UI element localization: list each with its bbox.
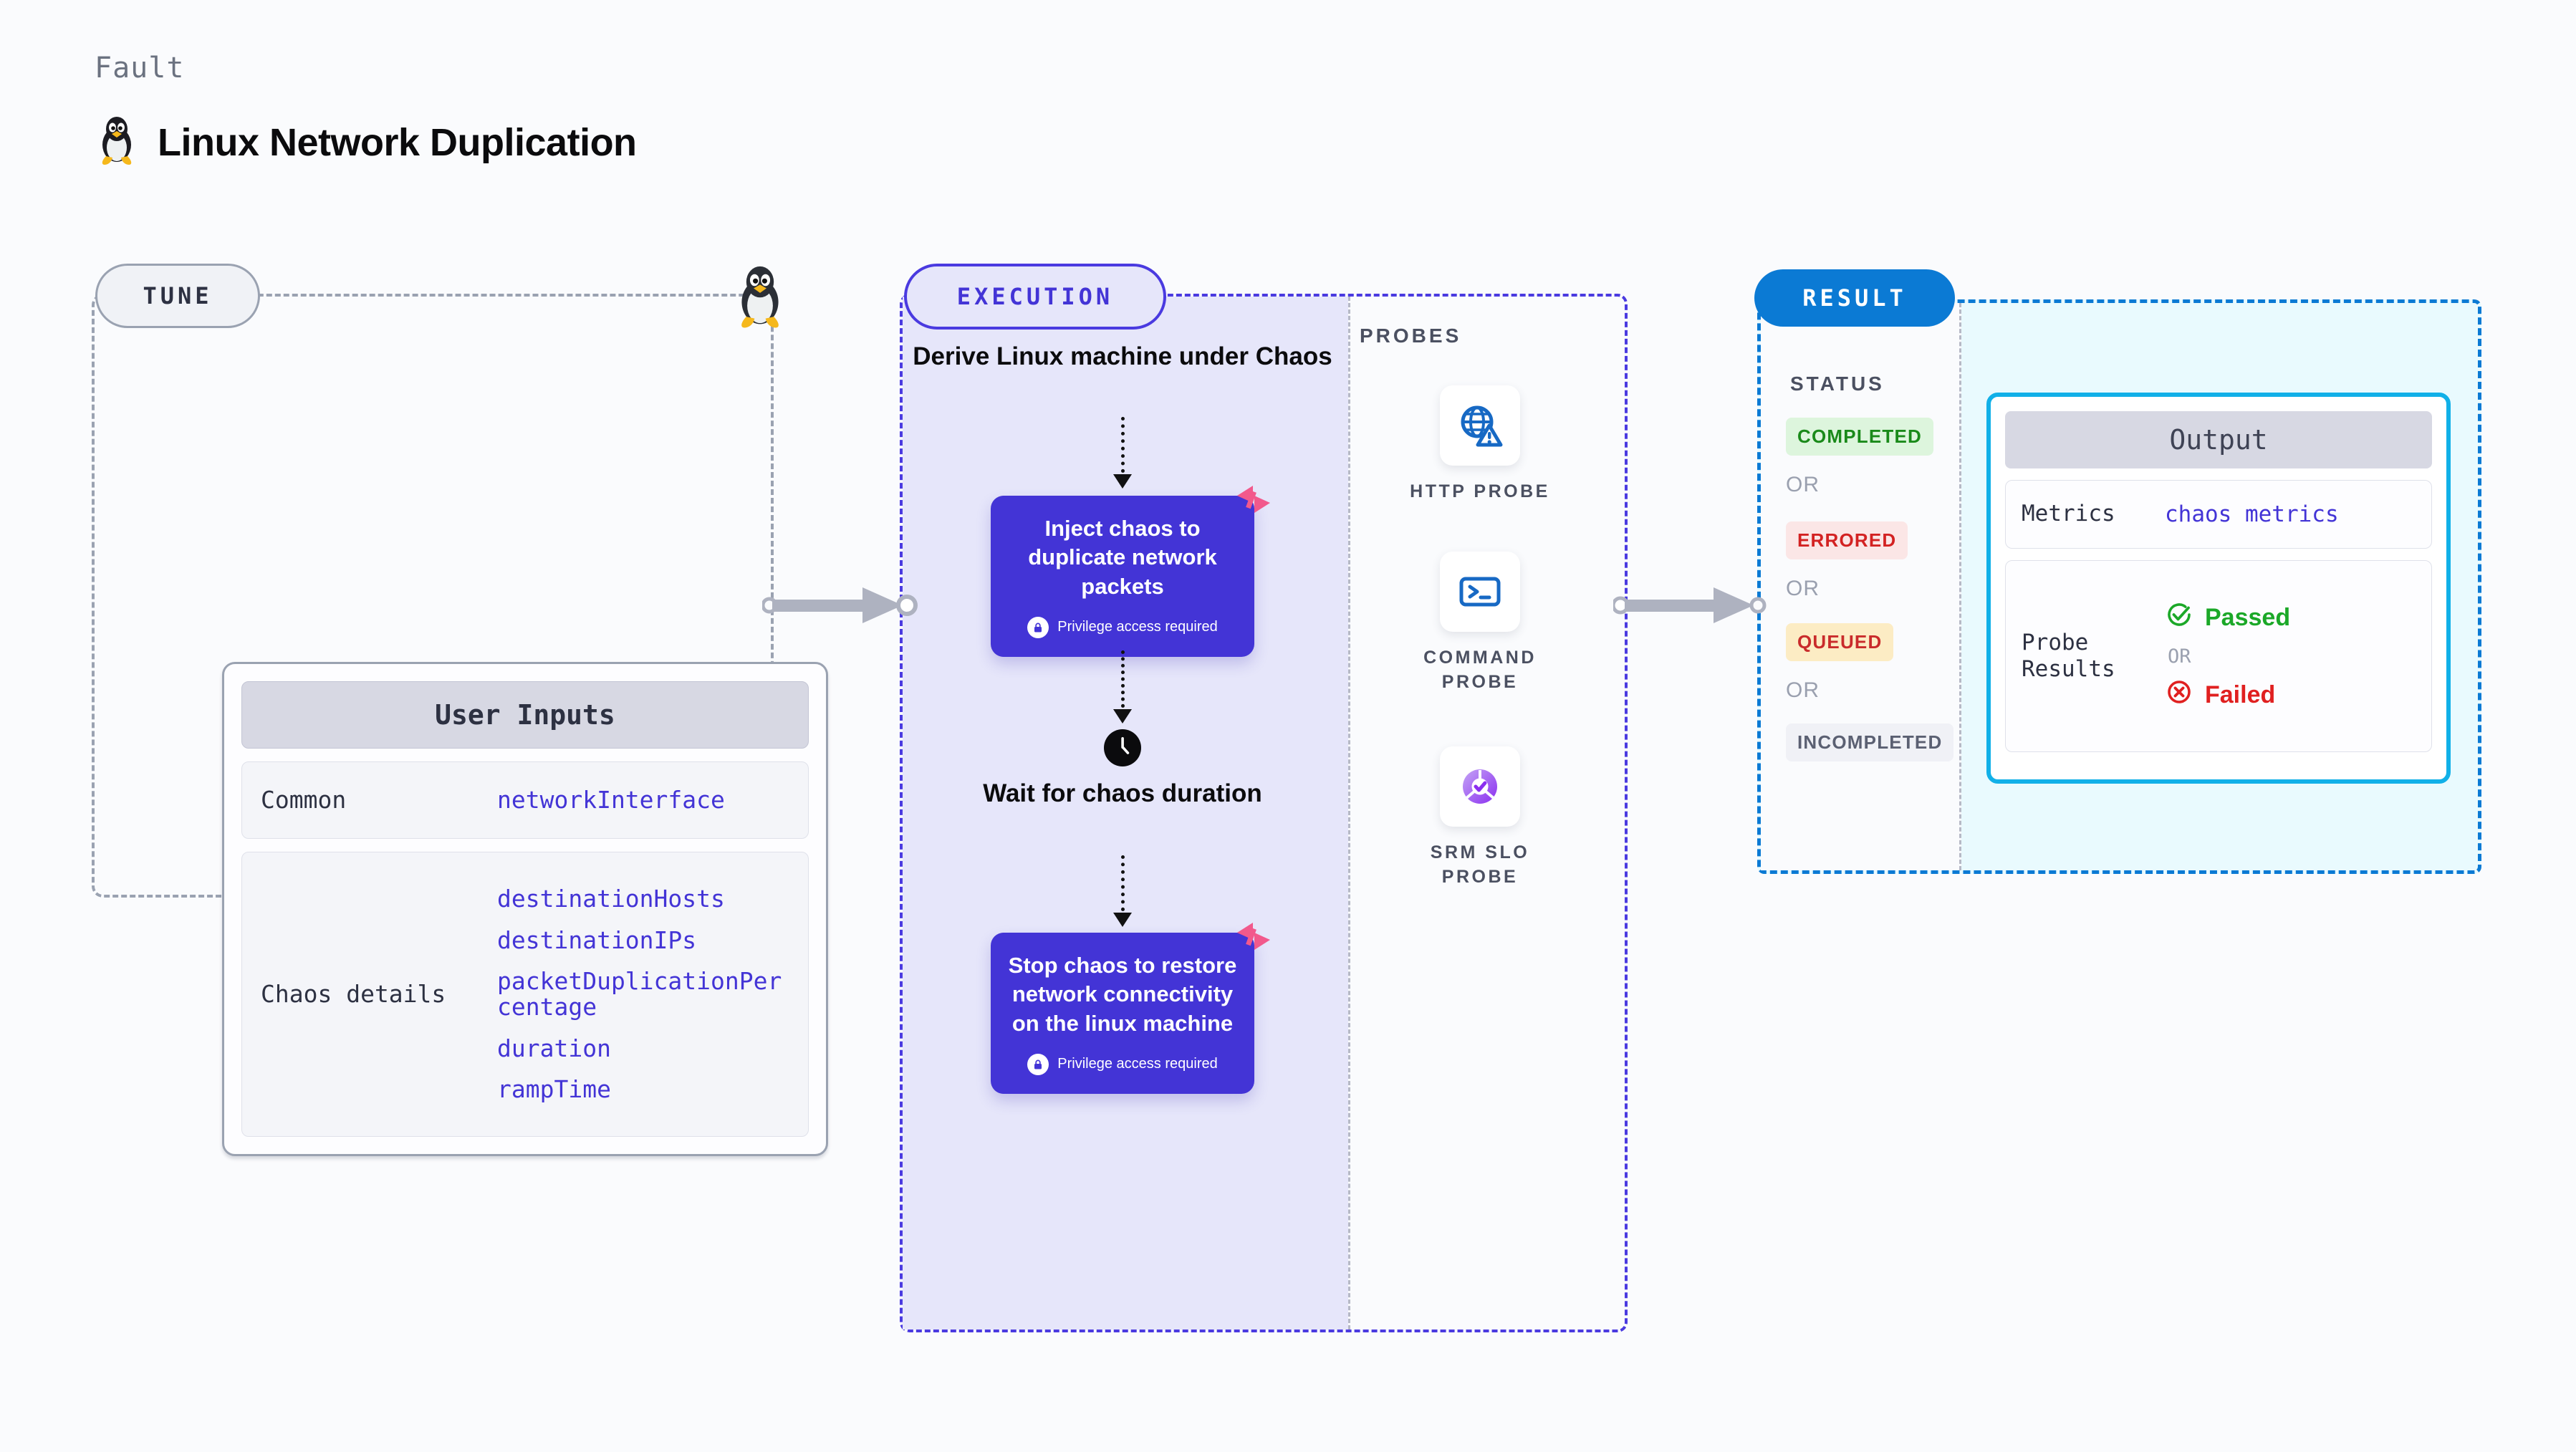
tune-input-duration: duration: [497, 1034, 611, 1062]
execution-badge: EXECUTION: [904, 264, 1166, 330]
probe-result-passed: Passed: [2165, 600, 2290, 635]
privilege-note: Privilege access required: [1027, 1053, 1218, 1075]
execution-step-inject-chaos: Inject chaos to duplicate network packet…: [991, 486, 1270, 657]
output-metrics-value: chaos metrics: [2165, 501, 2339, 527]
output-row-metrics: Metrics chaos metrics: [2005, 480, 2432, 549]
lock-icon: [1027, 1053, 1049, 1075]
probe-result-passed-label: Passed: [2205, 603, 2291, 631]
linux-penguin-icon: [95, 115, 139, 170]
connector-execution-to-result: [1611, 580, 1771, 634]
execution-step-title-wait: Wait for chaos duration: [983, 779, 1262, 807]
status-or-1: OR: [1786, 473, 1820, 496]
privilege-note-label: Privilege access required: [1057, 619, 1218, 635]
status-badge-incompleted: INCOMPLETED: [1786, 723, 1954, 761]
harness-logo-icon: [1234, 917, 1273, 956]
page-title-row: Linux Network Duplication: [95, 115, 637, 170]
execution-step-stop-chaos: Stop chaos to restore network connectivi…: [991, 923, 1270, 1094]
terminal-prompt-icon: [1440, 552, 1520, 632]
globe-warning-icon: [1440, 385, 1520, 466]
status-section-label: STATUS: [1790, 372, 1885, 395]
tune-badge: TUNE: [95, 264, 260, 328]
status-badge-errored: ERRORED: [1786, 521, 1908, 559]
tune-row-values: destinationHosts destinationIPs packetDu…: [497, 886, 789, 1102]
tune-input-ramptime: rampTime: [497, 1075, 611, 1104]
probe-result-or: OR: [2168, 645, 2191, 668]
tune-input-row-chaos-details: Chaos details destinationHosts destinati…: [241, 852, 809, 1137]
flow-arrow-3: [1113, 855, 1132, 927]
output-card: Output Metrics chaos metrics Probe Resul…: [1986, 393, 2451, 784]
probe-result-failed: Failed: [2165, 678, 2290, 713]
x-circle-icon: [2165, 678, 2193, 713]
status-or-3: OR: [1786, 678, 1820, 702]
page-eyebrow-label: Fault: [95, 52, 185, 85]
output-probe-results-values: Passed OR Failed: [2165, 600, 2290, 713]
output-row-probe-results: Probe Results Passed OR: [2005, 560, 2432, 752]
slo-donut-check-icon: [1440, 746, 1520, 827]
tune-panel: User Inputs Common networkInterface Chao…: [92, 294, 828, 1156]
output-probe-results-label: Probe Results: [2022, 629, 2115, 682]
status-badge-completed: COMPLETED: [1786, 418, 1934, 456]
check-circle-icon: [2165, 600, 2193, 635]
tune-input-destinationhosts: destinationHosts: [497, 885, 725, 913]
tune-input-row-common: Common networkInterface: [241, 761, 809, 839]
tune-row-values: networkInterface: [497, 787, 789, 813]
linux-penguin-icon: [730, 264, 790, 330]
probe-item-srm-slo[interactable]: SRM SLO PROBE: [1404, 746, 1556, 890]
probe-item-http[interactable]: HTTP PROBE: [1404, 385, 1556, 504]
probe-result-failed-label: Failed: [2205, 681, 2276, 708]
privilege-note-label: Privilege access required: [1057, 1056, 1218, 1072]
execution-flow: Derive Linux machine under Chaos Inject …: [900, 294, 1345, 1332]
result-status-column: [1761, 303, 1961, 870]
tune-input-networkinterface: networkInterface: [497, 786, 725, 814]
tune-input-packetduplicationpercentage: packetDuplicationPercentage: [497, 967, 782, 1021]
execution-step-label: Inject chaos to duplicate network packet…: [1028, 516, 1217, 599]
clock-icon: [1104, 729, 1141, 766]
execution-fill: [903, 297, 1348, 1330]
user-inputs-header: User Inputs: [241, 681, 809, 749]
tune-row-label: Chaos details: [261, 980, 446, 1009]
flow-arrow-2: [1113, 650, 1132, 723]
output-metrics-label: Metrics: [2022, 501, 2115, 527]
execution-step-label: Stop chaos to restore network connectivi…: [1008, 953, 1237, 1036]
status-badge-queued: QUEUED: [1786, 623, 1894, 661]
probe-label: COMMAND PROBE: [1423, 648, 1537, 692]
connector-tune-to-execution: [761, 580, 920, 634]
probe-label: SRM SLO PROBE: [1430, 842, 1530, 887]
probe-item-command[interactable]: COMMAND PROBE: [1404, 552, 1556, 695]
status-or-2: OR: [1786, 577, 1820, 600]
tune-input-destinationips: destinationIPs: [497, 925, 697, 954]
probe-label: HTTP PROBE: [1410, 481, 1550, 501]
execution-probes-divider: [1348, 297, 1350, 1330]
tune-user-inputs-card: User Inputs Common networkInterface Chao…: [222, 662, 828, 1156]
execution-step-title-derive: Derive Linux machine under Chaos: [913, 342, 1332, 370]
flow-arrow-1: [1113, 417, 1132, 489]
result-badge: RESULT: [1754, 269, 1955, 327]
output-header: Output: [2005, 411, 2432, 468]
privilege-note: Privilege access required: [1027, 616, 1218, 638]
tune-row-label: Common: [261, 786, 347, 814]
harness-logo-icon: [1234, 480, 1273, 519]
page-title: Linux Network Duplication: [158, 120, 637, 164]
lock-icon: [1027, 616, 1049, 638]
probes-section-label: PROBES: [1360, 324, 1462, 347]
